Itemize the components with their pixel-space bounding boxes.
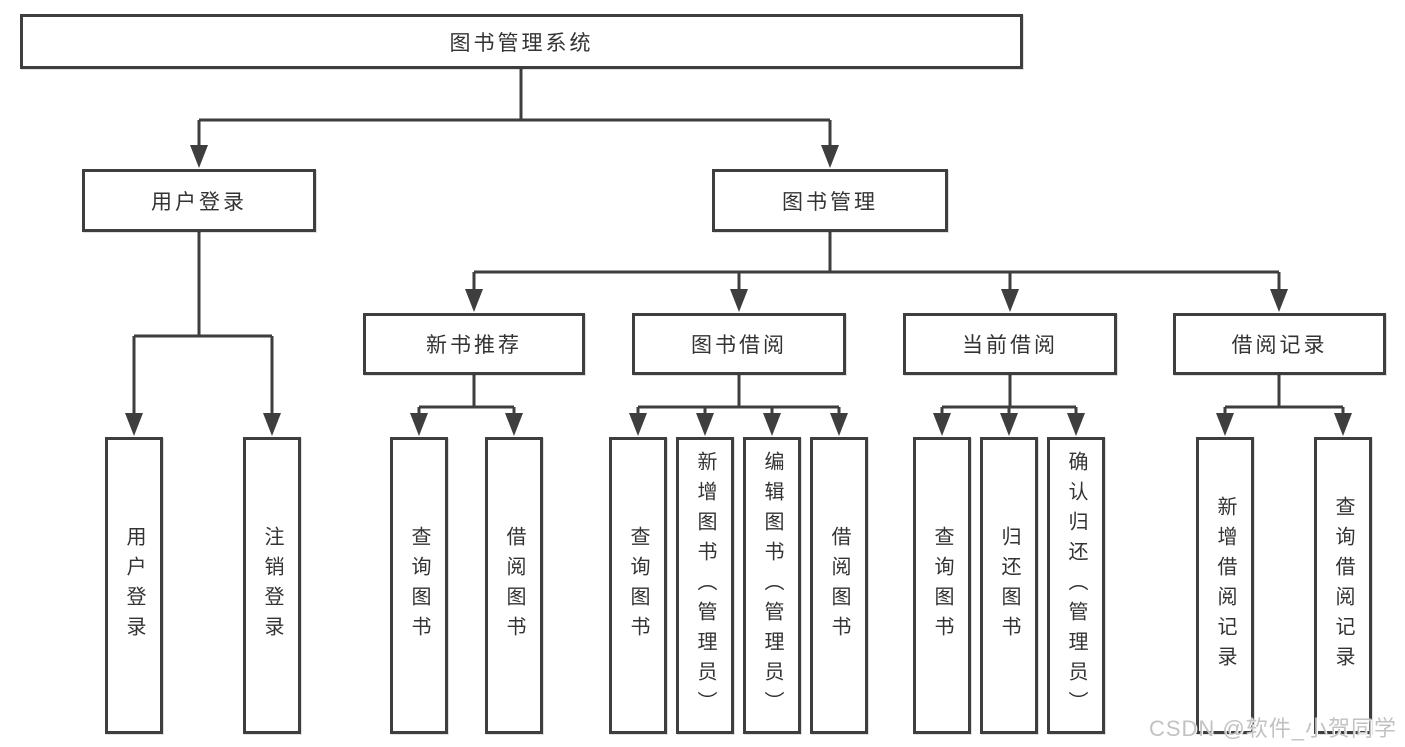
leaf-add-books-admin: 新增图书（管理员）	[676, 437, 734, 734]
node-user-login: 用户登录	[82, 169, 316, 232]
node-book-borrow: 图书借阅	[632, 313, 846, 375]
node-borrow-records: 借阅记录	[1173, 313, 1386, 375]
leaf-borrow-books-recommend: 借阅图书	[485, 437, 543, 734]
leaf-add-borrow-record: 新增借阅记录	[1196, 437, 1254, 734]
leaf-query-books-current: 查询图书	[913, 437, 971, 734]
connector-bookborrow-to-leaves	[629, 375, 848, 436]
leaf-add-books-admin-label: 新增图书（管理员）	[694, 450, 716, 721]
leaf-query-books-recommend-label: 查询图书	[408, 525, 430, 646]
node-book-borrow-label: 图书借阅	[691, 334, 787, 357]
connector-newbookrec-to-leaves	[410, 375, 523, 436]
node-current-borrow: 当前借阅	[903, 313, 1117, 375]
leaf-query-books-recommend: 查询图书	[390, 437, 448, 734]
leaf-query-books-borrow: 查询图书	[609, 437, 667, 734]
connector-borrowrecords-to-leaves	[1216, 375, 1352, 436]
node-root: 图书管理系统	[20, 14, 1023, 69]
leaf-query-books-current-label: 查询图书	[931, 525, 953, 646]
node-current-borrow-label: 当前借阅	[962, 334, 1058, 357]
leaf-borrow-books-label: 借阅图书	[828, 525, 850, 646]
leaf-edit-books-admin: 编辑图书（管理员）	[743, 437, 801, 734]
leaf-return-books-label: 归还图书	[998, 525, 1020, 646]
watermark: CSDN @软件_小贺同学	[1148, 716, 1397, 741]
leaf-logout: 注销登录	[243, 437, 301, 734]
node-user-login-label: 用户登录	[151, 190, 247, 214]
node-new-book-recommend-label: 新书推荐	[426, 334, 522, 357]
leaf-query-borrow-record: 查询借阅记录	[1314, 437, 1372, 734]
node-new-book-recommend: 新书推荐	[363, 313, 585, 375]
leaf-confirm-return-admin: 确认归还（管理员）	[1047, 437, 1105, 734]
leaf-edit-books-admin-label: 编辑图书（管理员）	[761, 450, 783, 721]
node-book-management-label: 图书管理	[782, 190, 878, 214]
node-book-management: 图书管理	[712, 169, 948, 232]
node-borrow-records-label: 借阅记录	[1231, 334, 1328, 357]
leaf-logout-label: 注销登录	[261, 525, 283, 646]
connector-userlogin-to-leaves	[125, 232, 281, 436]
connector-bookmgmt-to-level3	[465, 232, 1288, 312]
leaf-query-borrow-record-label: 查询借阅记录	[1332, 495, 1354, 676]
leaf-borrow-books-recommend-label: 借阅图书	[503, 525, 525, 646]
leaf-add-borrow-record-label: 新增借阅记录	[1214, 495, 1236, 676]
connector-currentborrow-to-leaves	[933, 375, 1085, 436]
leaf-user-login: 用户登录	[105, 437, 163, 734]
leaf-query-books-borrow-label: 查询图书	[627, 525, 649, 646]
node-root-label: 图书管理系统	[449, 31, 594, 55]
connector-root-to-level2	[190, 69, 839, 168]
leaf-confirm-return-admin-label: 确认归还（管理员）	[1065, 450, 1087, 721]
leaf-user-login-label: 用户登录	[123, 525, 145, 646]
leaf-borrow-books: 借阅图书	[810, 437, 868, 734]
leaf-return-books: 归还图书	[980, 437, 1038, 734]
